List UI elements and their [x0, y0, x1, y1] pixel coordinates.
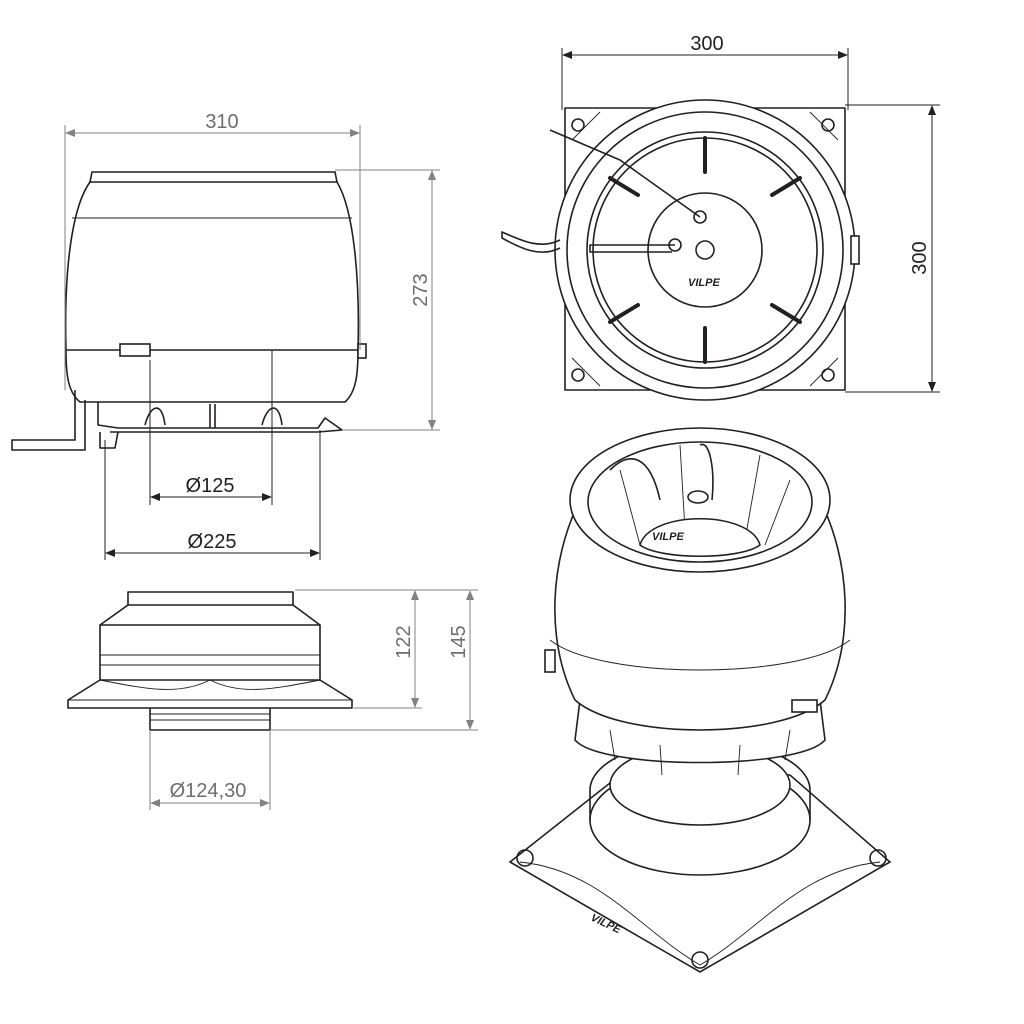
- brand-logo-top: VILPE: [688, 277, 720, 289]
- top-dimensions: 300 300: [561, 33, 940, 393]
- brand-logo-perspective: VILPE: [652, 531, 684, 543]
- dim-top-width: 300: [690, 33, 723, 55]
- dim-nozzle-diameter: Ø124,30: [170, 780, 247, 802]
- perspective-view: VILPE VILPE: [508, 427, 892, 973]
- top-view: VILPE: [501, 99, 860, 401]
- dim-side-width: 310: [205, 111, 238, 133]
- dim-inner-diameter: Ø125: [186, 475, 235, 497]
- base-dimensions: 122 145 Ø124,30: [149, 589, 478, 810]
- side-dimensions: 310 273 Ø125 Ø225: [64, 111, 440, 560]
- dim-base-diameter: Ø225: [188, 531, 237, 553]
- base-view: [67, 591, 353, 731]
- side-view: [11, 171, 367, 451]
- dim-base-height-inner: 122: [393, 625, 415, 658]
- dim-base-height-total: 145: [448, 625, 470, 658]
- dim-side-height: 273: [410, 273, 432, 306]
- dim-top-height: 300: [909, 241, 931, 274]
